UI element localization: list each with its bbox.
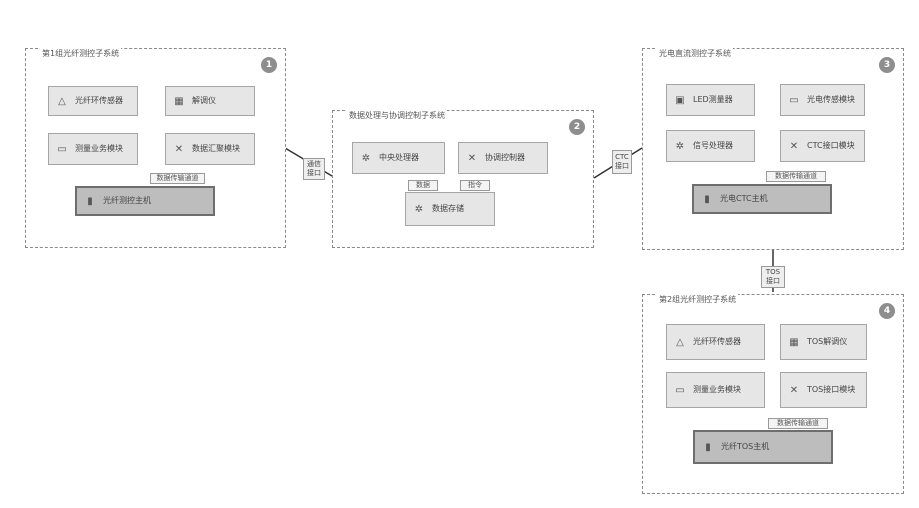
gear-icon: ✲ xyxy=(412,204,426,215)
edge-label-comm: 通信 接口 xyxy=(303,158,325,180)
edge-label-tos: TOS 接口 xyxy=(761,266,785,288)
module-icon: ▭ xyxy=(55,144,69,155)
node-fiber-sensor-2[interactable]: △ 光纤环传感器 xyxy=(666,324,765,360)
node-fiber-sensor[interactable]: △ 光纤环传感器 xyxy=(48,86,138,116)
command-tag: 指令 xyxy=(460,180,490,191)
channel-tag: 数据传输通道 xyxy=(768,418,828,429)
node-label: 数据汇聚模块 xyxy=(192,144,240,154)
node-label: 光纤TOS主机 xyxy=(721,442,769,452)
node-label: 光纤测控主机 xyxy=(103,196,151,206)
channel-tag: 数据传输通道 xyxy=(150,173,205,184)
group-processing: 数据处理与协调控制子系统 2 xyxy=(332,110,594,248)
node-led-meter[interactable]: ▣ LED测量器 xyxy=(666,84,755,116)
cross-icon: ✕ xyxy=(172,144,186,155)
node-measure-module[interactable]: ▭ 测量业务模块 xyxy=(48,133,138,165)
cross-icon: ✕ xyxy=(787,141,801,152)
cross-icon: ✕ xyxy=(787,385,801,396)
gear-icon: ✲ xyxy=(359,153,373,164)
node-label: 测量业务模块 xyxy=(75,144,123,154)
group-title: 数据处理与协调控制子系统 xyxy=(347,110,447,121)
sensor-icon: △ xyxy=(673,337,687,348)
node-label: CTC接口模块 xyxy=(807,141,855,151)
node-tos-interface[interactable]: ✕ TOS接口模块 xyxy=(780,372,867,408)
host-icon: ▮ xyxy=(701,442,715,453)
node-aggregate-module[interactable]: ✕ 数据汇聚模块 xyxy=(165,133,255,165)
node-label: TOS解调仪 xyxy=(807,337,847,347)
node-label: LED测量器 xyxy=(693,95,733,105)
group-badge: 4 xyxy=(879,303,895,319)
node-label: 数据存储 xyxy=(432,204,464,214)
node-label: 光电CTC主机 xyxy=(720,194,768,204)
group-badge: 3 xyxy=(879,57,895,73)
sensor-icon: △ xyxy=(55,96,69,107)
edge-label-ctc: CTC 接口 xyxy=(612,150,632,174)
node-label: 光纤环传感器 xyxy=(693,337,741,347)
node-measure-module-2[interactable]: ▭ 测量业务模块 xyxy=(666,372,765,408)
node-label: TOS接口模块 xyxy=(807,385,855,395)
node-label: 光纤环传感器 xyxy=(75,96,123,106)
node-demodulator[interactable]: ▦ 解调仪 xyxy=(165,86,255,116)
group-badge: 1 xyxy=(261,57,277,73)
node-coordinator[interactable]: ✕ 协调控制器 xyxy=(458,142,548,174)
node-label: 测量业务模块 xyxy=(693,385,741,395)
node-label: 中央处理器 xyxy=(379,153,419,163)
group-title: 光电直流测控子系统 xyxy=(657,48,733,59)
gear-icon: ✲ xyxy=(673,141,687,152)
node-fiber-host[interactable]: ▮ 光纤测控主机 xyxy=(75,186,215,216)
node-signal-processor[interactable]: ✲ 信号处理器 xyxy=(666,130,755,162)
node-cpu[interactable]: ✲ 中央处理器 xyxy=(352,142,445,174)
node-ctc-host[interactable]: ▮ 光电CTC主机 xyxy=(692,184,832,214)
module-icon: ▭ xyxy=(673,385,687,396)
monitor-icon: ▣ xyxy=(673,95,687,106)
device-icon: ▦ xyxy=(172,96,186,107)
node-opto-sensor[interactable]: ▭ 光电传感模块 xyxy=(780,84,865,116)
node-storage[interactable]: ✲ 数据存储 xyxy=(405,192,495,226)
group-title: 第2组光纤测控子系统 xyxy=(657,294,738,305)
host-icon: ▮ xyxy=(83,196,97,207)
node-label: 光电传感模块 xyxy=(807,95,855,105)
node-ctc-interface[interactable]: ✕ CTC接口模块 xyxy=(780,130,865,162)
node-label: 协调控制器 xyxy=(485,153,525,163)
device-icon: ▦ xyxy=(787,337,801,348)
module-icon: ▭ xyxy=(787,95,801,106)
cross-icon: ✕ xyxy=(465,153,479,164)
group-title: 第1组光纤测控子系统 xyxy=(40,48,121,59)
group-badge: 2 xyxy=(569,119,585,135)
node-tos-demodulator[interactable]: ▦ TOS解调仪 xyxy=(780,324,867,360)
node-label: 信号处理器 xyxy=(693,141,733,151)
host-icon: ▮ xyxy=(700,194,714,205)
node-label: 解调仪 xyxy=(192,96,216,106)
data-tag: 数据 xyxy=(408,180,438,191)
node-tos-host[interactable]: ▮ 光纤TOS主机 xyxy=(693,430,833,464)
channel-tag: 数据传输通道 xyxy=(766,171,826,182)
